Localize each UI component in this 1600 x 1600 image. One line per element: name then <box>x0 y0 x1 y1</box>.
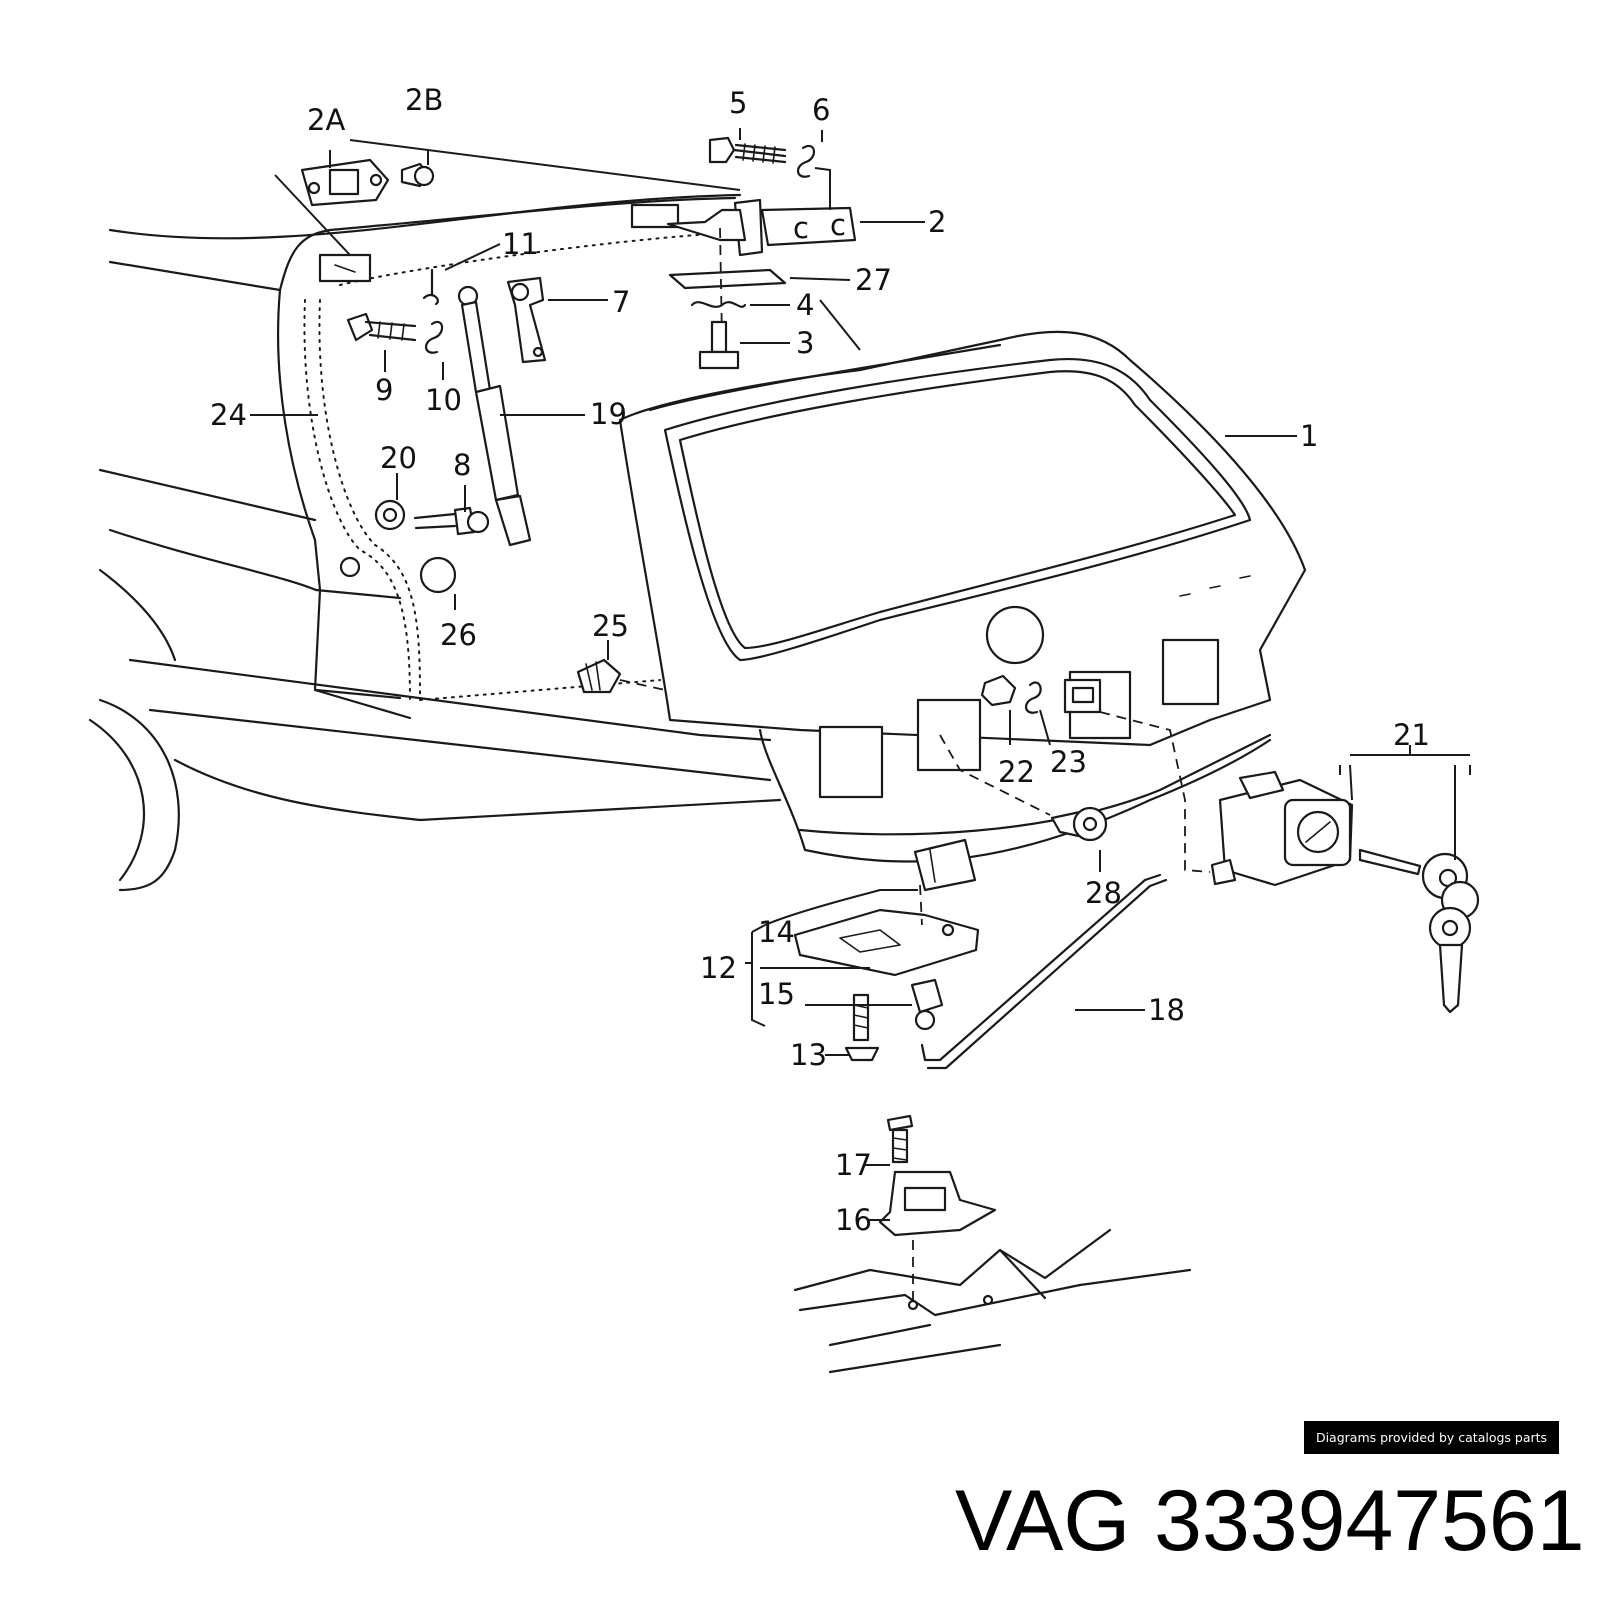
leader-lines <box>250 128 1471 1221</box>
callout-3: 3 <box>796 326 814 360</box>
part-9-bolt <box>346 312 417 342</box>
part-2a-cover <box>300 158 390 207</box>
svg-text:c: c <box>830 208 846 242</box>
part-17-screw <box>886 1114 914 1164</box>
callout-12: 12 <box>700 951 737 985</box>
part-22-nut <box>980 674 1017 707</box>
callout-2a: 2A <box>307 103 345 137</box>
callout-14: 14 <box>758 915 795 949</box>
callout-28: 28 <box>1085 876 1122 910</box>
part-18-rod <box>920 873 1168 1070</box>
part-13-screw <box>844 993 880 1062</box>
part-10-washer <box>425 321 444 354</box>
part-16-striker <box>878 1170 997 1311</box>
callout-17: 17 <box>835 1148 872 1182</box>
callout-labels: 1 2 2A 2B 3 4 5 6 7 8 9 10 11 12 13 14 1… <box>210 83 1430 1237</box>
part-19-gas-strut <box>457 285 532 547</box>
callout-22: 22 <box>998 755 1035 789</box>
part-23-washer <box>1025 678 1102 714</box>
part-21-lock-cylinder <box>1099 711 1354 887</box>
part-2-hinge: c c <box>666 198 857 257</box>
callout-11: 11 <box>502 227 539 261</box>
part-6-washer <box>797 145 815 178</box>
callout-26: 26 <box>440 618 477 652</box>
callout-19: 19 <box>590 397 627 431</box>
callout-18: 18 <box>1148 993 1185 1027</box>
part-5-bolt <box>708 136 787 164</box>
callout-21: 21 <box>1393 718 1430 752</box>
callout-15: 15 <box>758 977 795 1011</box>
callout-8: 8 <box>453 448 471 482</box>
callout-6: 6 <box>812 93 830 127</box>
callout-24: 24 <box>210 398 247 432</box>
car-body-outline <box>88 193 782 892</box>
part-28-clip <box>939 734 1108 842</box>
callout-2b: 2B <box>405 83 443 117</box>
callout-20: 20 <box>380 441 417 475</box>
callout-9: 9 <box>375 373 393 407</box>
callout-1: 1 <box>1300 419 1318 453</box>
part-7-bracket <box>506 276 547 364</box>
callout-4: 4 <box>796 288 814 322</box>
part-number-title: VAG 333947561 <box>955 1473 1585 1569</box>
part-25-buffer <box>576 658 666 694</box>
callout-7: 7 <box>612 285 630 319</box>
part-8-ball-stud <box>413 506 490 536</box>
part-27-gasket <box>668 227 787 341</box>
callout-5: 5 <box>729 86 747 120</box>
part-4-washer <box>690 301 747 308</box>
tailgate-panel <box>618 330 1307 863</box>
part-21-keys <box>1358 848 1480 1014</box>
callout-2: 2 <box>928 205 946 239</box>
floor-panel <box>793 1228 1192 1374</box>
part-11-clip <box>422 268 439 306</box>
callout-13: 13 <box>790 1038 827 1072</box>
callout-10: 10 <box>425 383 462 417</box>
part-2b-plug <box>400 162 435 188</box>
part-20-grommet <box>374 499 406 531</box>
part-26-plug <box>339 556 457 594</box>
part-3-bolt <box>698 320 740 370</box>
svg-text:c: c <box>793 211 809 245</box>
callout-16: 16 <box>835 1203 872 1237</box>
part-12-latch-assembly <box>793 838 980 1031</box>
callout-27: 27 <box>855 263 892 297</box>
callout-25: 25 <box>592 609 629 643</box>
callout-23: 23 <box>1050 745 1087 779</box>
credit-banner: Diagrams provided by catalogs parts <box>1304 1421 1559 1454</box>
